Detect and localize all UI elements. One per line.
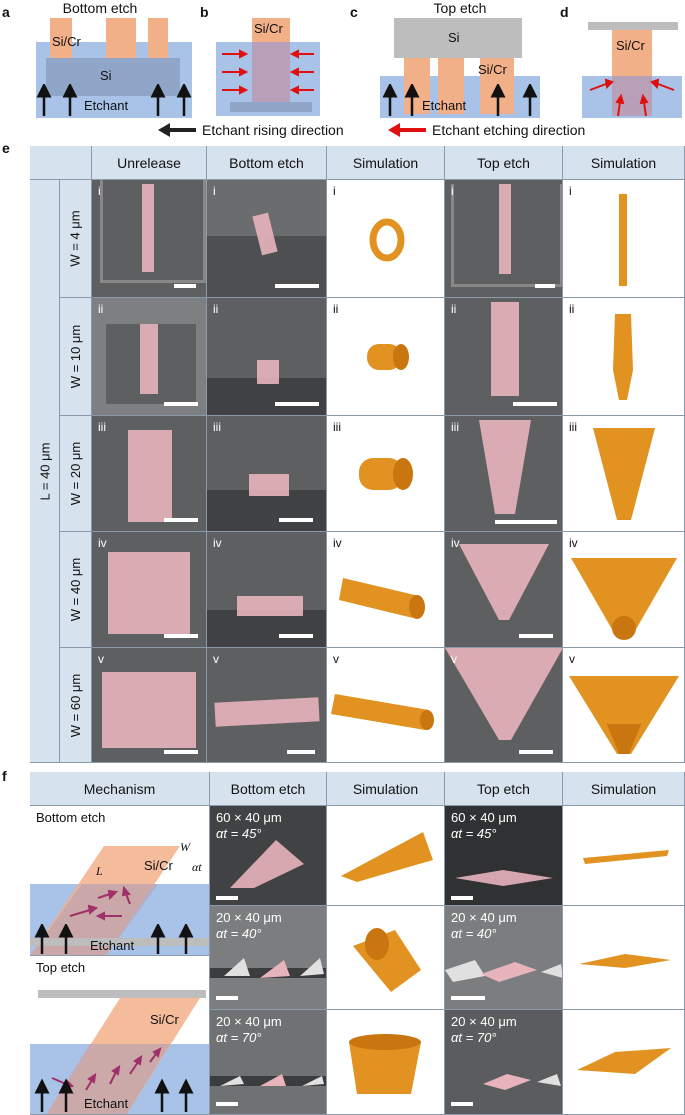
table-f: Mechanism Bottom etch Simulation Top etc… [30, 772, 685, 1115]
panel-label-b: b [200, 4, 209, 20]
panel-a-sicr-label: Si/Cr [52, 34, 81, 49]
mechanism-bottom-sicr: Si/Cr [144, 858, 173, 873]
mechanism-bottom-etchant: Etchant [90, 938, 135, 953]
f-simulation-top-row3 [563, 1010, 685, 1115]
table-e: Unrelease Bottom etch Simulation Top etc… [30, 146, 685, 763]
rising-direction-arrow-icon [158, 123, 196, 137]
simulation-top-w40: iv [563, 532, 685, 648]
f-simulation-top-row1 [563, 806, 685, 906]
panel-c-title: Top etch [433, 0, 487, 16]
panel-d-sicr-label: Si/Cr [616, 38, 645, 53]
sem-unrelease-w60: v [92, 648, 207, 763]
panel-a-title: Bottom etch [62, 0, 138, 16]
table-f-col-mechanism: Mechanism [30, 772, 210, 806]
sem-unrelease-w40: iv [92, 532, 207, 648]
f-sem-bottom-etch-row1: 60 × 40 μm αt = 45° [210, 806, 327, 906]
table-e-col-top-etch: Top etch [445, 146, 563, 180]
panel-c-si-label: Si [448, 30, 460, 45]
length-label: L = 40 μm [37, 442, 52, 500]
simulation-bottom-w60: v [327, 648, 445, 763]
sem-bottom-etch-w20: iii [207, 416, 327, 532]
row-header-w4: W = 4 μm [60, 180, 92, 298]
sem-top-etch-w4: i [445, 180, 563, 298]
simulation-bottom-w20: iii [327, 416, 445, 532]
f-simulation-top-row2 [563, 906, 685, 1010]
mechanism-top-etch: Top etch Si/Cr Etchant [30, 956, 210, 1115]
simulation-top-w20: iii [563, 416, 685, 532]
row-header-w10: W = 10 μm [60, 298, 92, 416]
sem-top-etch-w20: iii [445, 416, 563, 532]
angle-symbol: αt [192, 860, 202, 874]
panel-a-etchant-label: Etchant [84, 98, 129, 113]
panel-b-etching-arrows [222, 49, 314, 95]
table-f-col-simulation-2: Simulation [563, 772, 685, 806]
sem-unrelease-w4: i [92, 180, 207, 298]
f-sem-bottom-etch-row2: 20 × 40 μm αt = 40° [210, 906, 327, 1010]
sem-top-etch-w40: iv [445, 532, 563, 648]
sem-bottom-etch-w4: i [207, 180, 327, 298]
table-e-col-bottom-etch: Bottom etch [207, 146, 327, 180]
panel-label-d: d [560, 4, 569, 20]
simulation-top-w4: i [563, 180, 685, 298]
f-sem-top-etch-row1: 60 × 40 μm αt = 45° [445, 806, 563, 906]
panel-c-rising-arrows [382, 84, 538, 116]
panel-a-diagram: Si/Cr Si Etchant [36, 18, 192, 118]
table-f-col-top-etch: Top etch [445, 772, 563, 806]
panel-a-rising-arrows [36, 84, 192, 116]
sem-top-etch-w60: v [445, 648, 563, 763]
panel-b-diagram: Si/Cr [216, 18, 320, 116]
sem-top-etch-w10: ii [445, 298, 563, 416]
table-e-col-simulation-2: Simulation [563, 146, 685, 180]
panel-c-sicr-label: Si/Cr [478, 62, 507, 77]
panel-a-si-label: Si [100, 68, 112, 83]
sem-unrelease-w10: ii [92, 298, 207, 416]
f-simulation-bottom-row2 [327, 906, 445, 1010]
sem-bottom-etch-w40: iv [207, 532, 327, 648]
simulation-bottom-w10: ii [327, 298, 445, 416]
panel-b-sicr-label: Si/Cr [254, 21, 283, 36]
panel-d-etching-arrows [589, 78, 675, 117]
simulation-top-w10: ii [563, 298, 685, 416]
f-sem-bottom-etch-row3: 20 × 40 μm αt = 70° [210, 1010, 327, 1115]
sem-unrelease-w20: iii [92, 416, 207, 532]
simulation-bottom-w40: iv [327, 532, 445, 648]
panel-d-diagram: Si/Cr [582, 18, 682, 118]
panel-label-c: c [350, 4, 358, 20]
panel-label-f: f [2, 768, 7, 784]
simulation-top-w60: v [563, 648, 685, 763]
mechanism-bottom-etch: Bottom etch W L αt Si/Cr Etchant [30, 806, 210, 956]
mechanism-top-title: Top etch [36, 960, 86, 975]
row-header-w40: W = 40 μm [60, 532, 92, 648]
simulation-bottom-w4: i [327, 180, 445, 298]
panel-label-a: a [2, 4, 10, 20]
sem-bottom-etch-w60: v [207, 648, 327, 763]
f-sem-top-etch-row2: 20 × 40 μm αt = 40° [445, 906, 563, 1010]
length-symbol: L [96, 864, 103, 878]
mechanism-bottom-title: Bottom etch [36, 810, 106, 825]
width-symbol: W [180, 840, 190, 854]
mechanism-top-sicr: Si/Cr [150, 1012, 179, 1027]
panel-label-e: e [2, 140, 10, 156]
etching-direction-arrow-icon [388, 123, 426, 137]
mechanism-top-etchant: Etchant [84, 1096, 129, 1111]
f-simulation-bottom-row1 [327, 806, 445, 906]
table-e-corner [30, 146, 92, 180]
panel-c-etchant-label: Etchant [422, 98, 467, 113]
panel-c-diagram: Si Si/Cr Etchant [380, 18, 540, 118]
legend-etching: Etchant etching direction [432, 122, 586, 138]
row-header-w60: W = 60 μm [60, 648, 92, 763]
table-e-col-simulation-1: Simulation [327, 146, 445, 180]
table-e-l-header: L = 40 μm [30, 180, 60, 763]
f-simulation-bottom-row3 [327, 1010, 445, 1115]
table-e-col-unrelease: Unrelease [92, 146, 207, 180]
f-sem-top-etch-row3: 20 × 40 μm αt = 70° [445, 1010, 563, 1115]
table-f-col-simulation-1: Simulation [327, 772, 445, 806]
row-header-w20: W = 20 μm [60, 416, 92, 532]
legend-rising: Etchant rising direction [202, 122, 344, 138]
sem-bottom-etch-w10: ii [207, 298, 327, 416]
table-f-col-bottom-etch: Bottom etch [210, 772, 327, 806]
